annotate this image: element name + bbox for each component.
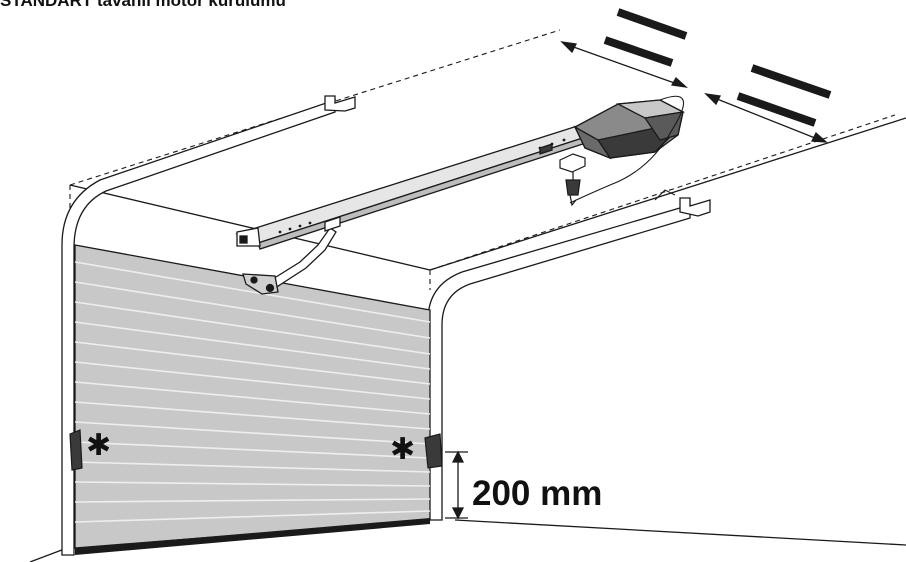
height-dimension-label: 200 mm bbox=[472, 474, 602, 513]
height-dimension bbox=[445, 450, 468, 520]
right-door-track bbox=[427, 197, 711, 521]
garage-walls bbox=[29, 117, 906, 562]
page-title: STANDART tavanlı motor kurulumu bbox=[0, 0, 286, 10]
door-arm bbox=[242, 227, 337, 295]
sensor-marker-right: ✱ bbox=[390, 432, 415, 467]
power-cable bbox=[569, 95, 685, 204]
ceiling-mount bbox=[559, 153, 586, 207]
motor-rail bbox=[235, 121, 596, 250]
door-bottom-seal bbox=[75, 518, 430, 555]
left-photocell-sensor bbox=[69, 429, 83, 471]
garage-door-panel bbox=[74, 244, 431, 555]
right-photocell-sensor bbox=[424, 433, 443, 469]
clearance-arrows bbox=[560, 41, 828, 143]
left-door-track bbox=[61, 95, 356, 556]
motor-unit bbox=[573, 99, 686, 160]
sensor-marker-left: ✱ bbox=[86, 428, 111, 463]
emphasis-bars bbox=[603, 8, 832, 127]
